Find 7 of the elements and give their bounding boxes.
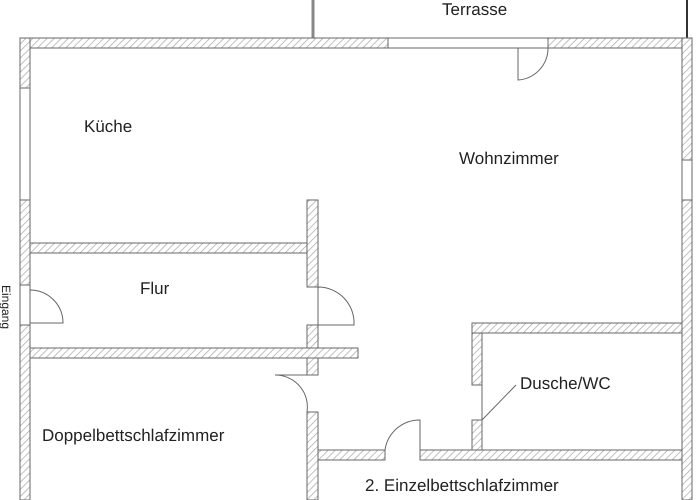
room-label: Flur (140, 279, 170, 299)
room-label: 2. Einzelbettschlafzimmer (365, 476, 559, 496)
room-label: Doppelbettschlafzimmer (42, 426, 224, 446)
room-label: Küche (84, 117, 132, 137)
room-label: Terrasse (442, 0, 508, 20)
room-label: Dusche/WC (520, 374, 611, 394)
room-label: Wohnzimmer (459, 149, 559, 169)
